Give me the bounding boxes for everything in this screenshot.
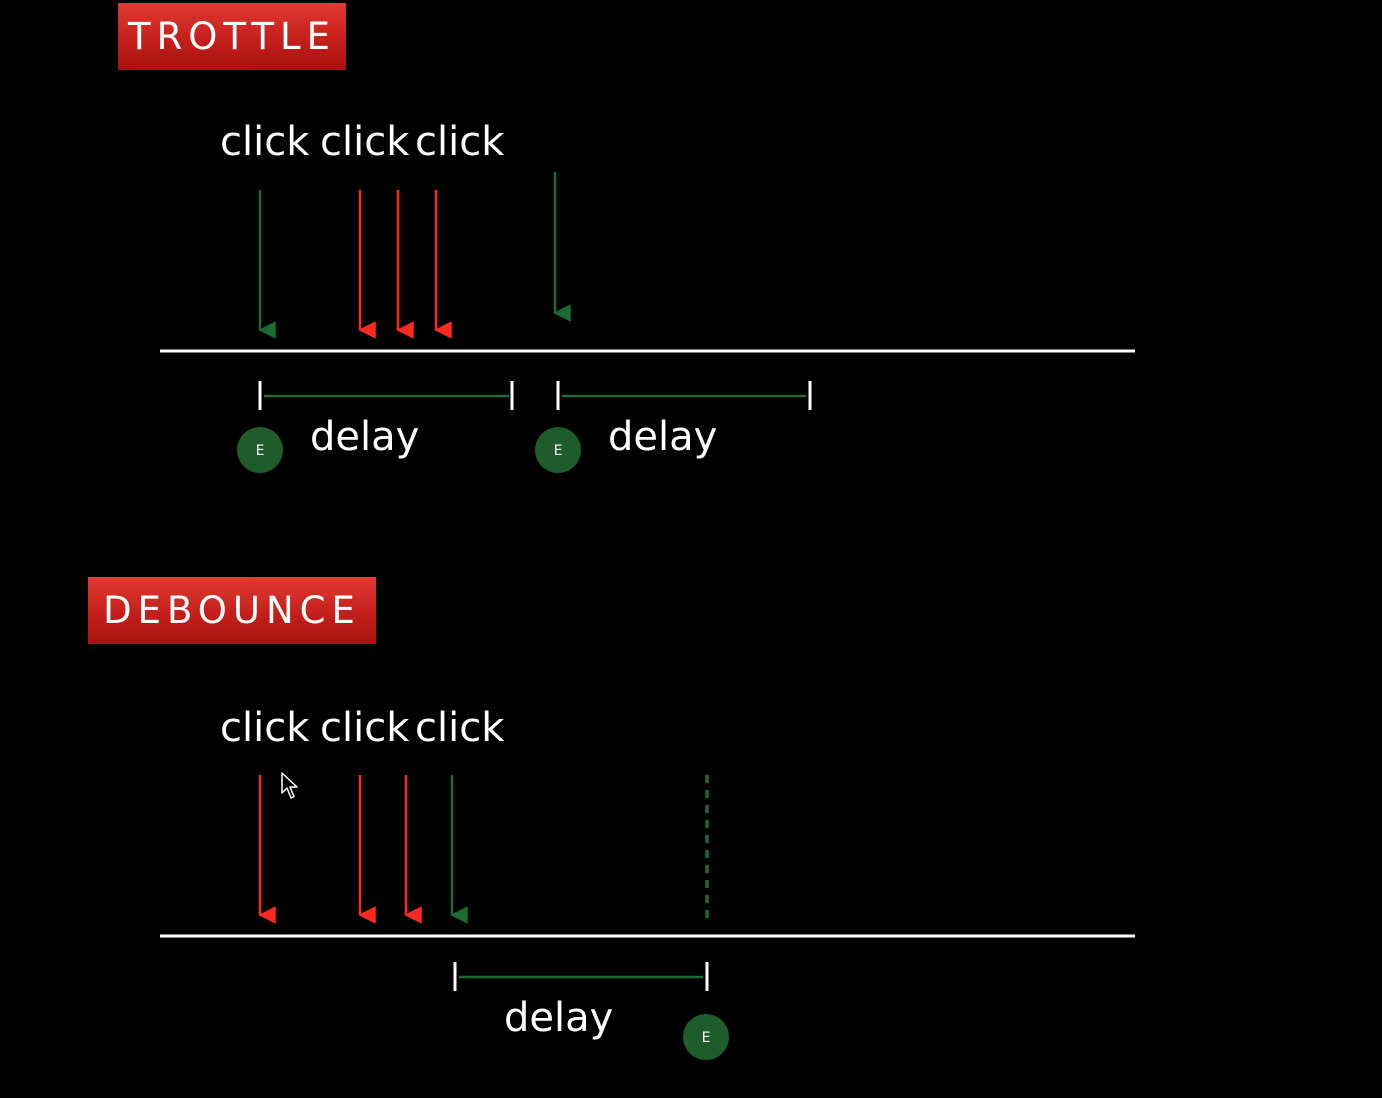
debounce-title: DEBOUNCE (103, 589, 361, 632)
trottle-title: TROTTLE (128, 15, 336, 58)
debounce-delay-label: delay (504, 995, 613, 1041)
trottle-section: click click click delay delay E (160, 119, 1135, 473)
trottle-event-marker-2: E (554, 443, 563, 459)
trottle-delay-label-2: delay (608, 414, 717, 460)
debounce-section: click click click delay E (160, 705, 1135, 1060)
trottle-delay-bracket (258, 381, 514, 410)
cursor-icon (281, 772, 298, 799)
trottle-event-marker-1: E (256, 443, 265, 459)
debounce-event-circle-icon: E (683, 1014, 729, 1060)
debounce-event-marker: E (702, 1030, 711, 1046)
debounce-click-label-2: click (320, 705, 410, 751)
debounce-delay-bracket (453, 962, 709, 991)
trottle-delay-bracket (556, 381, 812, 410)
trottle-click-label-2: click (320, 119, 410, 165)
trottle-delay-label-1: delay (310, 414, 419, 460)
debounce-click-label-3: click (415, 705, 505, 751)
trottle-click-label-1: click (220, 119, 310, 165)
trottle-event-circle-icon: E (237, 427, 283, 473)
trottle-title-banner: TROTTLE (118, 3, 346, 70)
debounce-click-label-1: click (220, 705, 310, 751)
debounce-title-banner: DEBOUNCE (88, 577, 376, 644)
trottle-click-label-3: click (415, 119, 505, 165)
trottle-event-circle-icon: E (535, 427, 581, 473)
